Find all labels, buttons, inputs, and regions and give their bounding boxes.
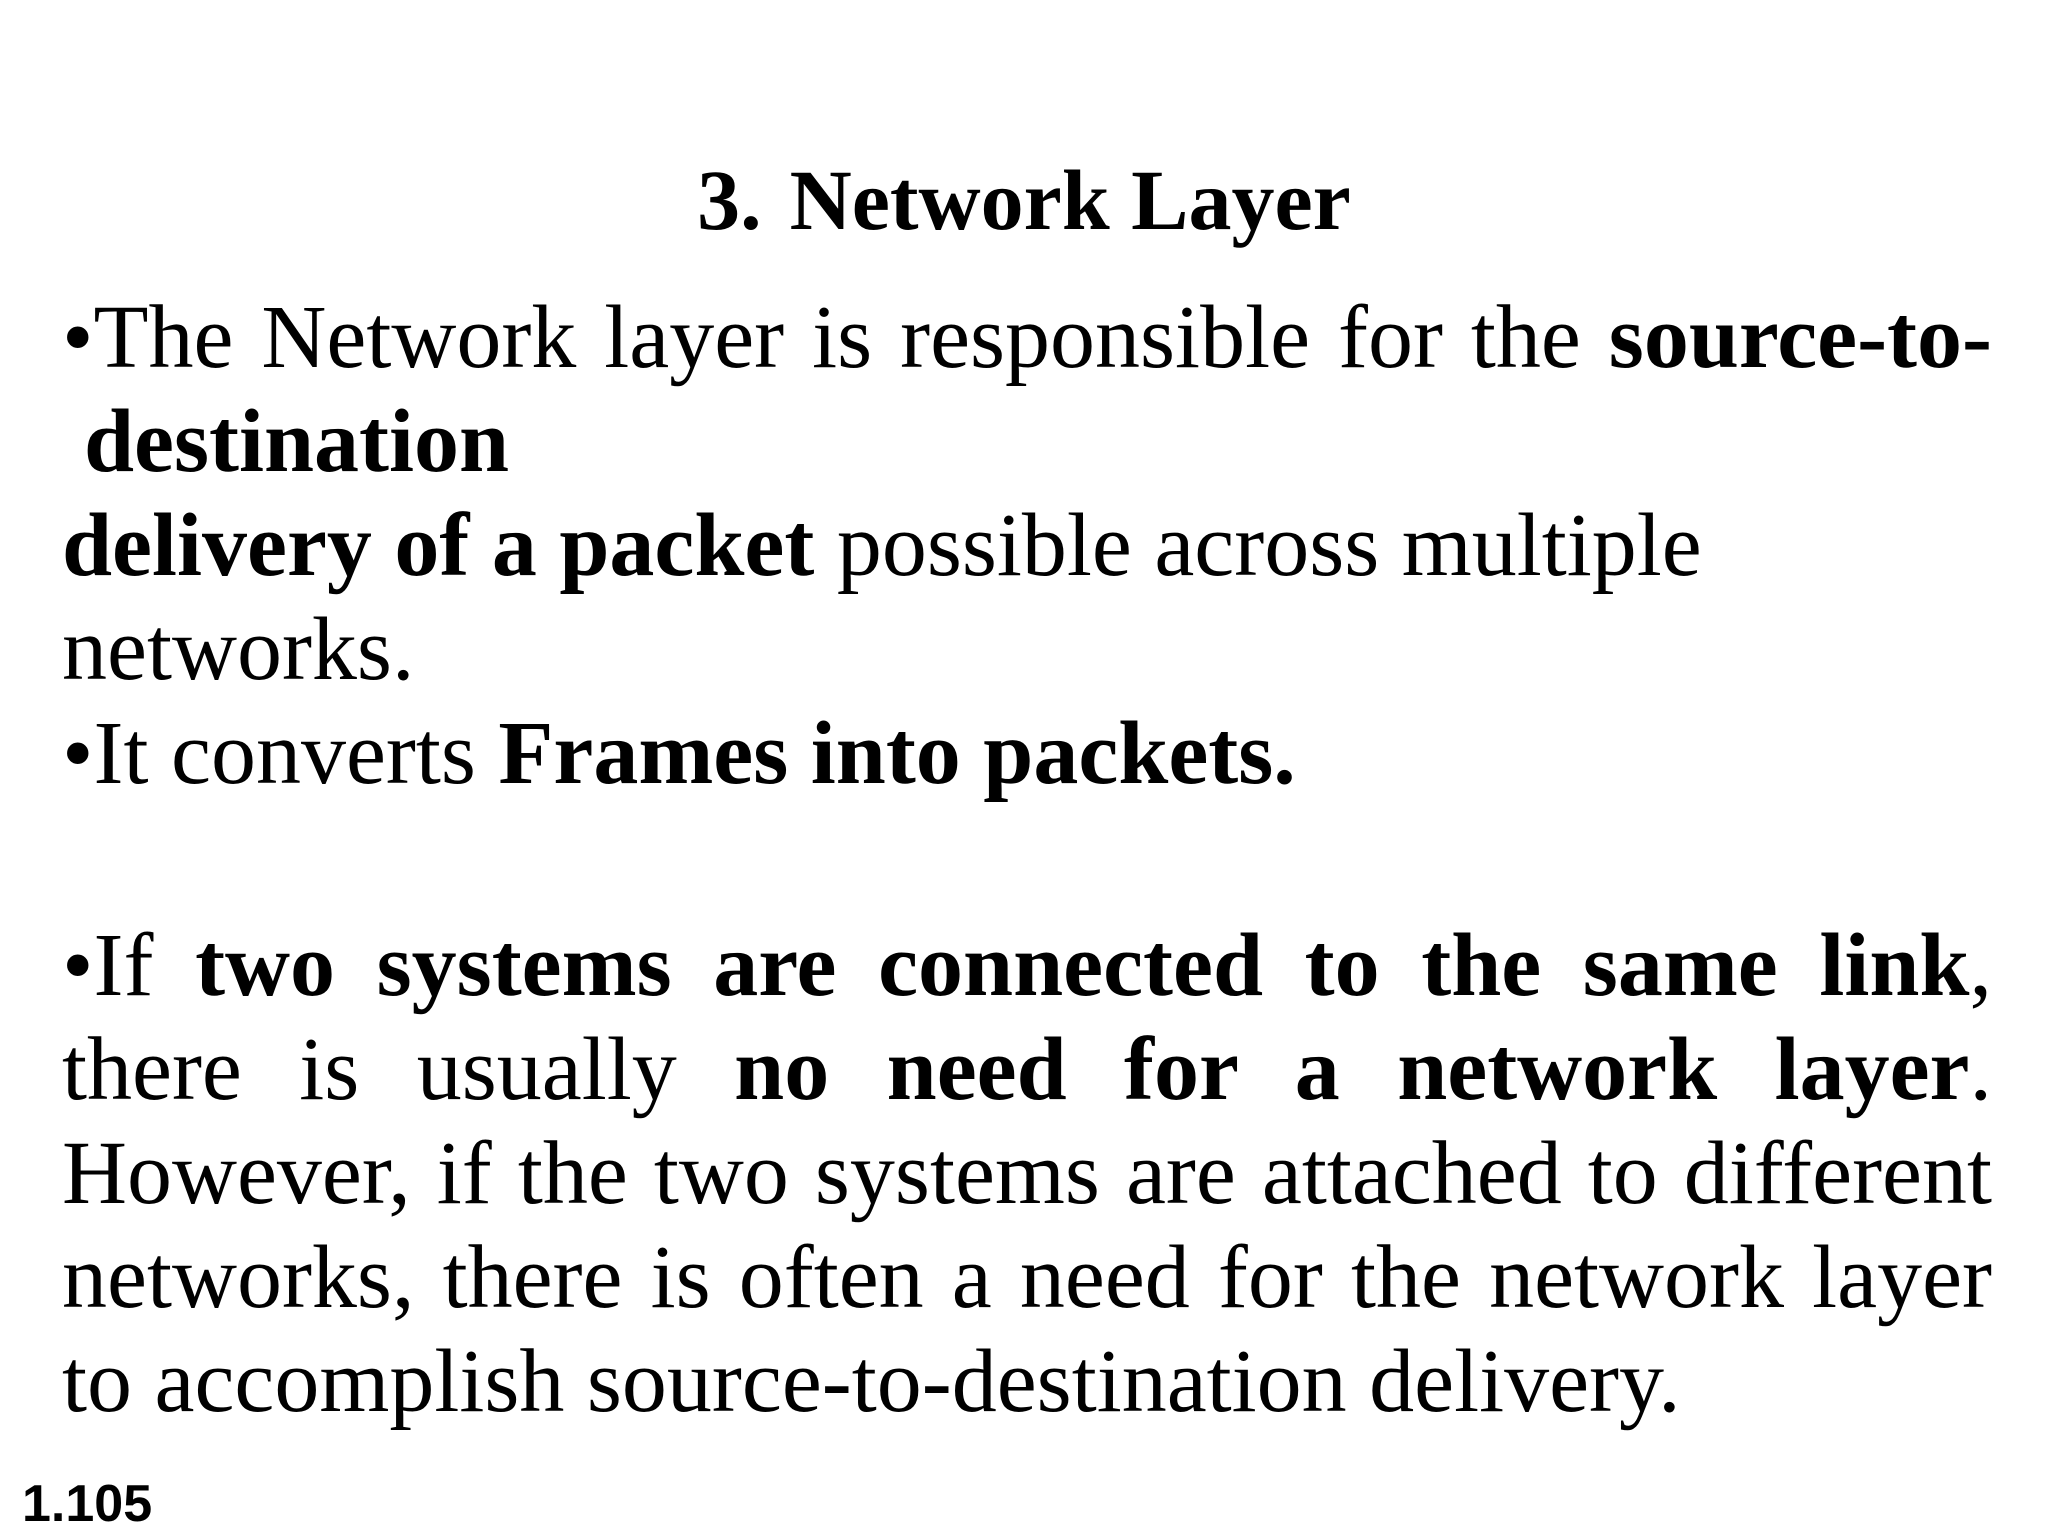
p1-line-2: destination (62, 390, 1992, 494)
p1-line-1: •The Network layer is responsible for th… (62, 286, 1992, 390)
p1-bold-3: delivery of a packet (62, 496, 815, 595)
p1-text-2: possible across multiple (814, 496, 1702, 595)
p3-text-3: there is usually (62, 1020, 735, 1119)
p3-text-2: , (1969, 916, 1992, 1015)
slide-title: 3. Network Layer (0, 150, 2048, 250)
slide-number: 1.105 (22, 1475, 153, 1533)
p3-line-5: to accomplish source-to-destination deli… (62, 1332, 1681, 1431)
p3-line-1: •If two systems are connected to the sam… (62, 914, 1992, 1018)
p3-text-1: If (93, 916, 196, 1015)
p2-line-1: •It converts Frames into packets. (62, 702, 1992, 806)
p3-line-3: However, if the two systems are attached… (62, 1124, 1992, 1223)
bullet: • (62, 916, 94, 1015)
p3-line-4: networks, there is often a need for the … (62, 1228, 1992, 1327)
paragraph-same-link: •If two systems are connected to the sam… (62, 914, 1992, 1434)
p2-bold-1: Frames into packets. (498, 704, 1296, 803)
p2-text-1: It converts (93, 704, 499, 803)
p1-text-1: The Network layer is responsible for the (93, 288, 1609, 387)
bullet: • (62, 704, 94, 803)
p3-bold-1: two systems are connected to the same li… (195, 916, 1970, 1015)
title-number: 3. (697, 152, 762, 248)
p3-text-4: . (1969, 1020, 1992, 1119)
p3-bold-2: no need for a network layer (734, 1020, 1970, 1119)
p1-line-4: networks. (62, 600, 415, 699)
p1-line-3: delivery of a packet possible across mul… (62, 494, 1992, 598)
p1-bold-2: destination (84, 392, 510, 491)
p3-line-2: there is usually no need for a network l… (62, 1018, 1992, 1122)
bullet: • (62, 288, 94, 387)
p1-bold-1: source-to- (1608, 288, 1992, 387)
title-text: Network Layer (789, 152, 1351, 248)
paragraph-network-layer: •The Network layer is responsible for th… (62, 286, 1992, 806)
